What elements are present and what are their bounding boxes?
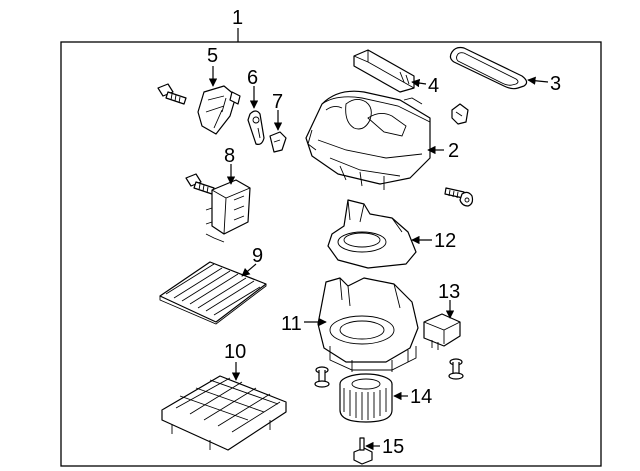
assembly-frame (60, 41, 602, 467)
callout-4: 4 (428, 75, 439, 97)
callout-6: 6 (247, 67, 258, 89)
callout-10: 10 (224, 341, 246, 363)
part-2-blower-case (305, 90, 431, 190)
callout-11: 11 (281, 313, 302, 335)
screw-left-mid (185, 173, 215, 195)
part-14-blower-motor (339, 373, 393, 423)
callout-2: 2 (448, 140, 459, 162)
part-13-resistor (423, 313, 461, 350)
part-9-filter (159, 261, 267, 325)
callout-12: 12 (434, 230, 456, 252)
part-10-tray (161, 375, 287, 451)
callout-14: 14 (410, 386, 432, 408)
callout-3: 3 (550, 73, 561, 95)
screw-top-left (157, 83, 187, 105)
callout-7: 7 (272, 91, 283, 113)
callout-1: 1 (232, 7, 243, 29)
part-12-lower-duct (327, 199, 417, 269)
part-7-clip (269, 131, 287, 153)
callout-3-leader (527, 76, 549, 85)
screw-right (444, 187, 474, 207)
part-11-housing (317, 277, 419, 372)
small-clip (451, 103, 469, 125)
bolt-right (448, 358, 464, 380)
callout-13: 13 (438, 281, 460, 303)
part-5-bracket (197, 85, 241, 135)
part-8-module (205, 179, 251, 243)
callout-9: 9 (252, 245, 263, 267)
callout-15: 15 (382, 436, 404, 458)
part-6-lever (247, 110, 265, 145)
part-15-bolt (353, 437, 373, 465)
callout-9-leader (241, 263, 257, 277)
part-4-duct (353, 49, 415, 93)
callout-5: 5 (207, 45, 218, 67)
part-3-gasket (449, 46, 528, 90)
bolt-left (314, 366, 330, 388)
callout-4-leader (411, 78, 427, 88)
callout-8: 8 (224, 145, 235, 167)
